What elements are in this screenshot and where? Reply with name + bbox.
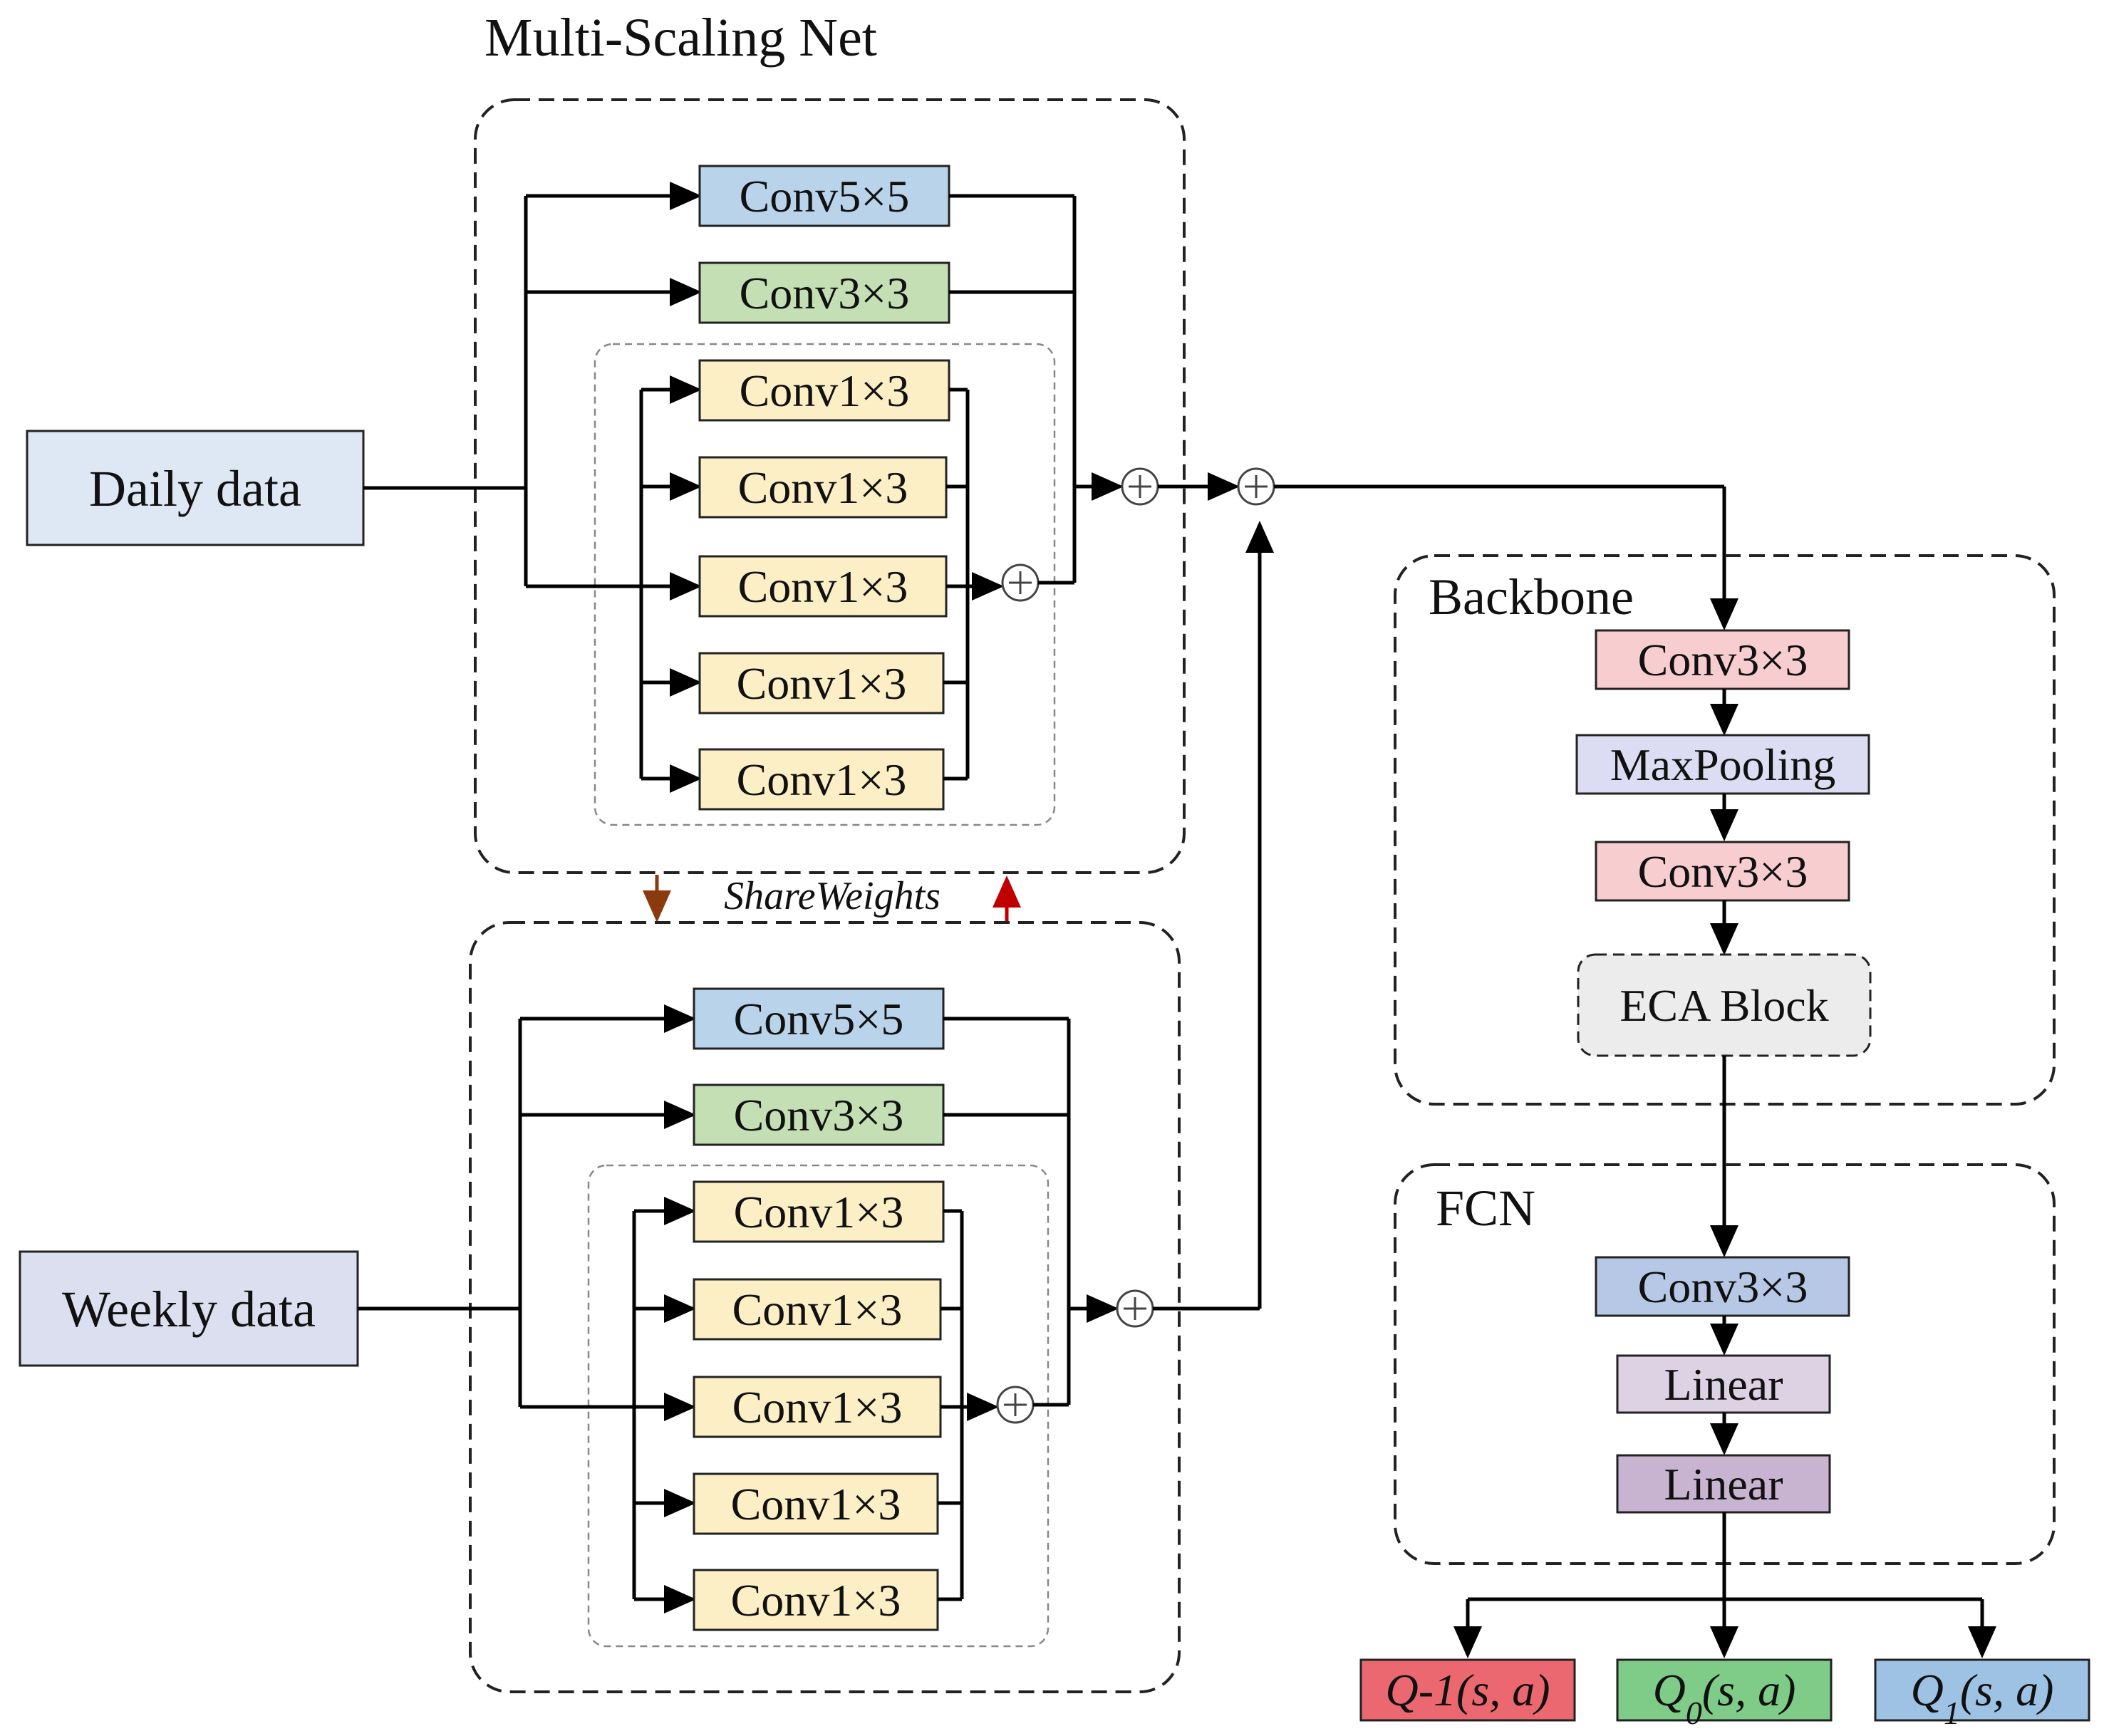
daily-conv1x3-label-5: Conv1×3 bbox=[737, 754, 907, 805]
daily-data-box bbox=[26, 430, 365, 546]
daily-conv1x3-label-2: Conv1×3 bbox=[738, 462, 908, 513]
daily-conv1x3-label-1: Conv1×3 bbox=[740, 365, 910, 416]
weekly-conv1x3-box-4 bbox=[693, 1472, 939, 1535]
weekly-conv1x3-label-3: Conv1×3 bbox=[732, 1382, 903, 1433]
fcn-section: FCN Conv3×3 Linear Linear bbox=[1394, 1163, 2056, 1565]
backbone-layer-label-1: Conv3×3 bbox=[1638, 635, 1808, 685]
daily-multiscale-group bbox=[474, 98, 1186, 874]
backbone-section: Backbone Conv3×3 MaxPooling Conv3×3 ECA … bbox=[1394, 554, 2056, 1106]
backbone-label: Backbone bbox=[1429, 568, 1634, 625]
weekly-conv1x3-label-2: Conv1×3 bbox=[732, 1284, 903, 1335]
q-zero-output-box bbox=[1616, 1658, 1833, 1722]
multi-scaling-net-title: Multi-Scaling Net bbox=[484, 8, 877, 68]
daily-conv1x3-box-2 bbox=[698, 456, 948, 519]
weekly-conv1x3-label-1: Conv1×3 bbox=[734, 1187, 904, 1237]
backbone-maxpooling-box bbox=[1575, 734, 1870, 795]
daily-conv1x3-box-1 bbox=[698, 359, 950, 422]
weekly-conv5x5-label: Conv5×5 bbox=[734, 994, 904, 1044]
weekly-conv1x3-label-4: Conv1×3 bbox=[731, 1479, 901, 1529]
daily-conv1x3-box-3 bbox=[698, 555, 948, 618]
backbone-layer-label-2: MaxPooling bbox=[1610, 739, 1835, 790]
q-plus1-output-box bbox=[1874, 1658, 2090, 1722]
fcn-layer-label-2: Linear bbox=[1664, 1359, 1783, 1410]
weekly-branch: Weekly data Conv5×5 Conv3×3 Conv1×3 Conv… bbox=[19, 921, 1181, 1693]
weekly-conv1x3-box-1 bbox=[693, 1180, 945, 1243]
daily-conv1x3-box-4 bbox=[698, 652, 945, 714]
weekly-conv3x3-label: Conv3×3 bbox=[734, 1090, 904, 1140]
q-minus1-output-box bbox=[1359, 1658, 1576, 1722]
q-plus1-output-label: Q1(s, a) bbox=[1911, 1665, 2054, 1731]
daily-data-label: Daily data bbox=[89, 460, 301, 517]
daily-conv5x5-box bbox=[698, 165, 950, 227]
weekly-conv1x3-box-3 bbox=[693, 1376, 942, 1438]
fcn-label: FCN bbox=[1436, 1180, 1535, 1237]
weekly-conv1x3-box-5 bbox=[693, 1569, 939, 1631]
q-zero-output-label: Q0(s, a) bbox=[1653, 1665, 1796, 1731]
daily-conv3x3-label: Conv3×3 bbox=[740, 268, 910, 318]
fcn-linear-box-2 bbox=[1616, 1454, 1831, 1514]
weekly-conv3x3-box bbox=[693, 1083, 945, 1146]
fcn-linear-box-1 bbox=[1616, 1354, 1831, 1414]
daily-conv1x3-label-4: Conv1×3 bbox=[737, 658, 907, 709]
fcn-layer-label-3: Linear bbox=[1664, 1459, 1783, 1509]
daily-branch: Daily data Conv5×5 Conv3×3 Conv1×3 Conv1… bbox=[26, 98, 1186, 874]
backbone-layer-label-4: ECA Block bbox=[1620, 980, 1828, 1031]
q-minus1-output-label: Q-1(s, a) bbox=[1385, 1665, 1550, 1715]
fcn-conv3x3-box bbox=[1595, 1256, 1850, 1317]
weekly-data-label: Weekly data bbox=[62, 1281, 316, 1338]
weekly-conv1x3-label-5: Conv1×3 bbox=[731, 1575, 901, 1626]
backbone-layer-label-3: Conv3×3 bbox=[1638, 846, 1808, 897]
daily-conv5x5-label: Conv5×5 bbox=[740, 171, 910, 222]
daily-conv1x3-label-3: Conv1×3 bbox=[738, 561, 908, 612]
weekly-conv1x3-box-2 bbox=[693, 1278, 942, 1341]
fcn-layer-label-1: Conv3×3 bbox=[1638, 1262, 1808, 1312]
share-weights-label: ShareWeights bbox=[724, 874, 940, 918]
